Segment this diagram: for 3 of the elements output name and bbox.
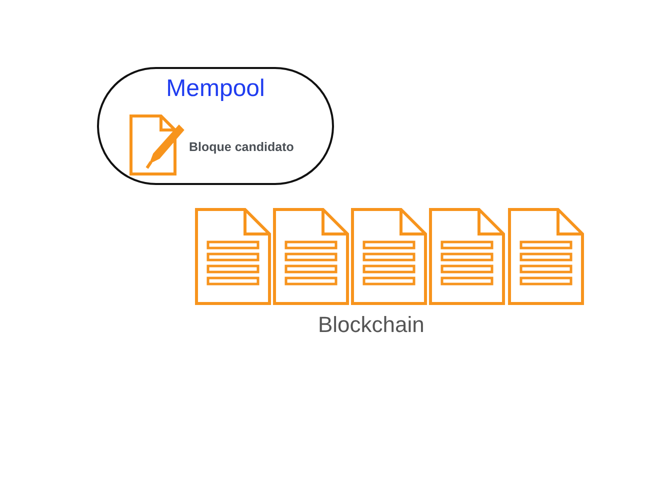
pool-title: Mempool (165, 75, 266, 103)
chain-caption: Blockchain (318, 312, 424, 338)
block-label: Bloque candidato (189, 140, 294, 154)
